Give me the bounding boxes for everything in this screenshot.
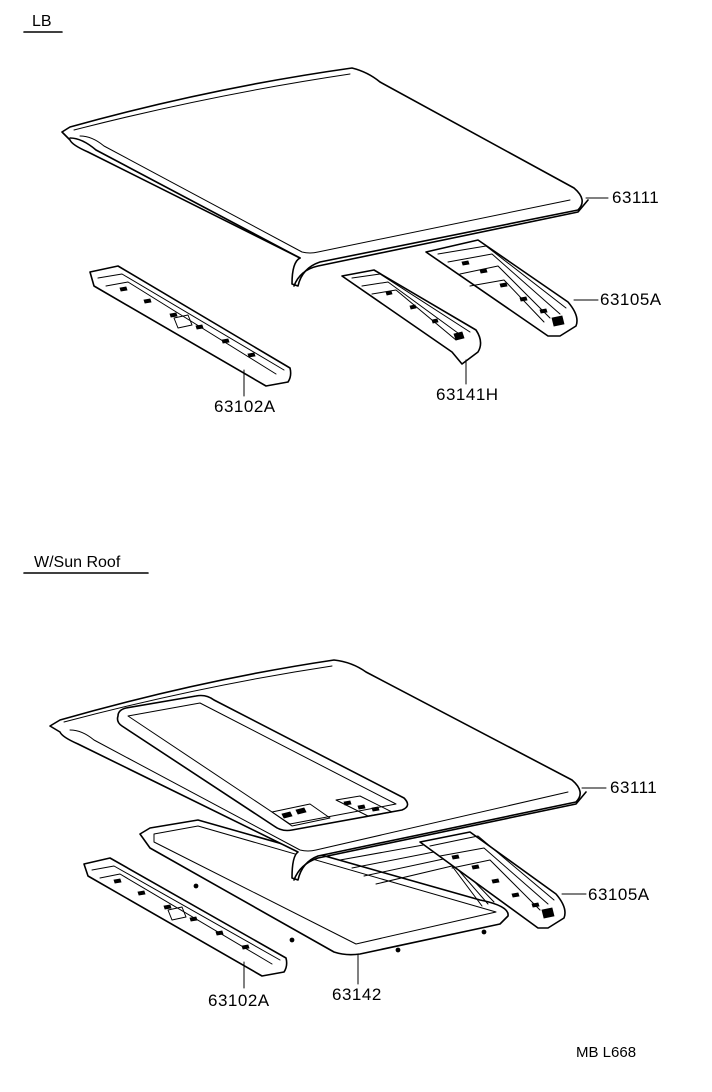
part-label-rear-header: 63105A [600,290,662,309]
rear-header-bottom [419,831,566,929]
part-label-front-header: 63102A [214,397,276,416]
roof-panel-top [61,67,589,287]
part-label-roof-panel: 63111 [612,188,660,207]
roof-panel-bottom [49,659,587,881]
part-label-sunroof-frame: 63142 [332,985,382,1004]
part-label-roof-bow: 63141H [436,385,499,404]
part-label-roof-panel: 63111 [610,778,658,797]
rear-header-top [425,239,578,337]
section-title-lb: LB [32,13,52,30]
part-label-front-header: 63102A [208,991,270,1010]
roof-bow-top [341,269,482,365]
section-title-sunroof: W/Sun Roof [34,554,121,571]
front-header-bottom [83,857,288,977]
front-header-top [89,265,292,387]
part-label-rear-header: 63105A [588,885,650,904]
diagram-code: MB L668 [576,1044,637,1061]
